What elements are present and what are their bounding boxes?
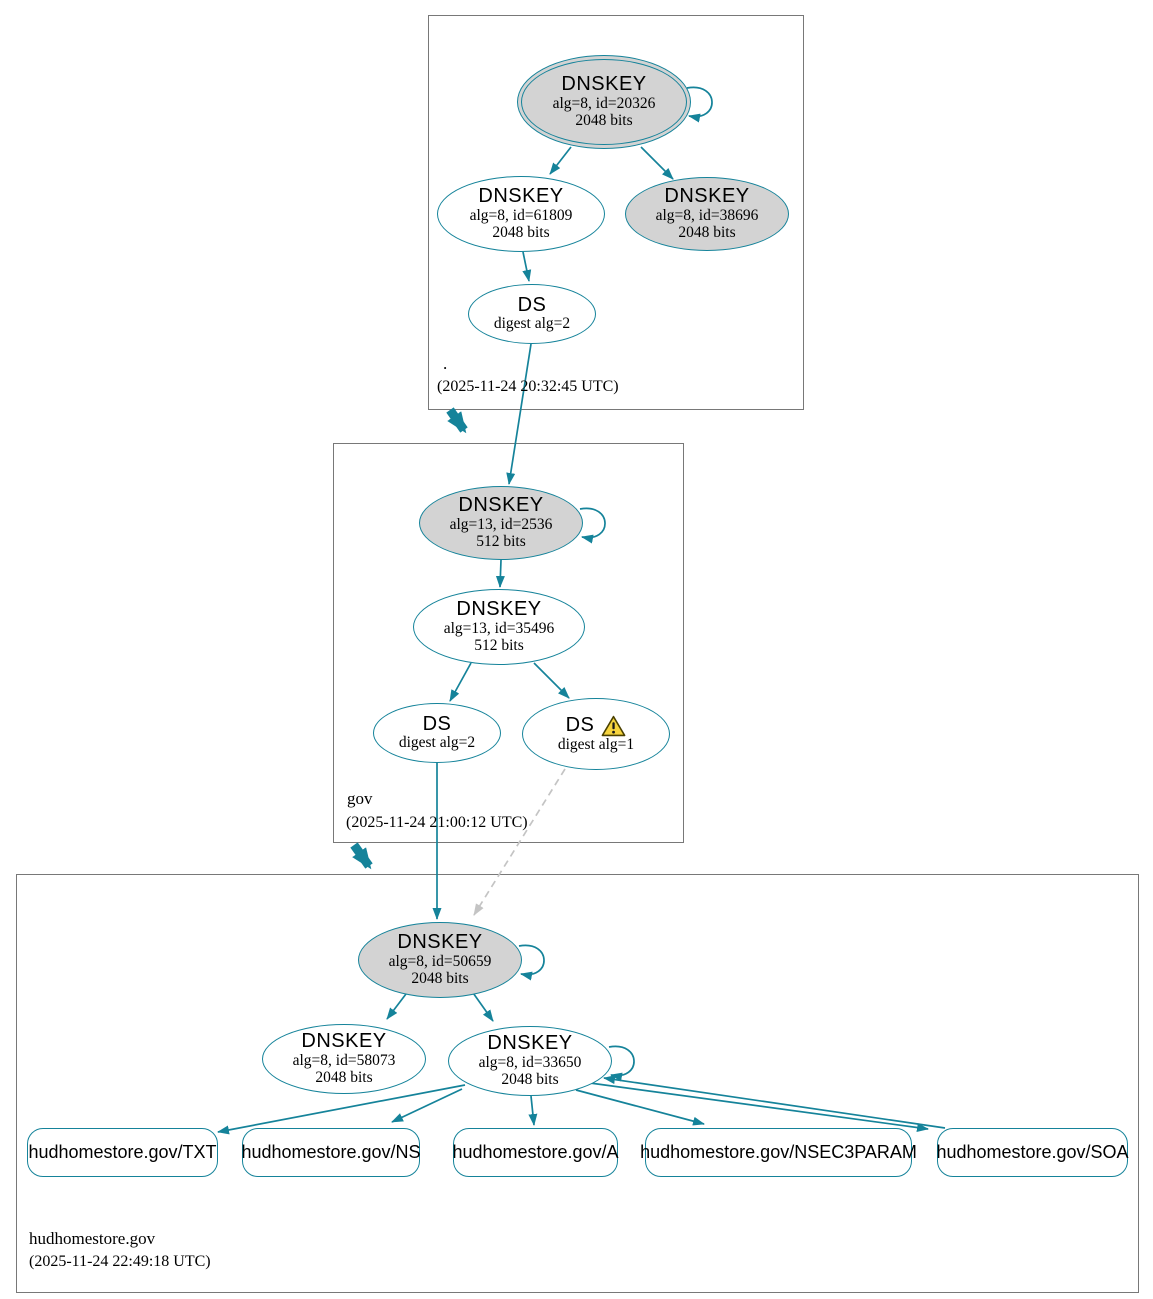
node-detail: alg=8, id=58073 [292,1052,396,1070]
node-title: DS [517,293,547,316]
node-detail: digest alg=2 [398,734,476,752]
node-bits: 2048 bits [575,111,633,129]
zone-timestamp-hudhomestore: (2025-11-24 22:49:18 UTC) [29,1253,211,1270]
dnskey-node-root-ksk-38696[interactable]: DNSKEY alg=8, id=38696 2048 bits [625,177,789,251]
rrset-node-nsec3param[interactable]: hudhomestore.gov/NSEC3PARAM [640,1128,917,1177]
node-bits: 2048 bits [678,223,736,241]
rrset-node-txt[interactable]: hudhomestore.gov/TXT [27,1128,218,1177]
dnskey-node-root-ksk-20326[interactable]: DNSKEY alg=8, id=20326 2048 bits [517,55,691,149]
node-title: DS [422,712,452,735]
node-title: DNSKEY [664,185,750,208]
dnskey-node-hud-zsk-33650[interactable]: DNSKEY alg=8, id=33650 2048 bits [448,1026,612,1096]
ds-node-gov-alg1-warning[interactable]: DS digest alg=1 [522,698,670,770]
node-detail: alg=8, id=61809 [469,207,573,225]
zone-name-root: . [443,354,448,373]
zone-timestamp-gov: (2025-11-24 21:00:12 UTC) [346,814,528,831]
dnskey-node-hud-zsk-58073[interactable]: DNSKEY alg=8, id=58073 2048 bits [262,1024,426,1094]
node-title: DNSKEY [561,73,647,96]
node-detail: alg=8, id=33650 [478,1054,582,1072]
dnskey-node-root-zsk-61809[interactable]: DNSKEY alg=8, id=61809 2048 bits [437,176,605,252]
rrset-node-soa[interactable]: hudhomestore.gov/SOA [936,1128,1129,1177]
ds-node-root[interactable]: DS digest alg=2 [468,284,596,344]
node-bits: 2048 bits [501,1070,559,1088]
node-bits: 2048 bits [411,969,469,987]
rrset-label: hudhomestore.gov/SOA [936,1142,1129,1162]
warning-icon [601,715,626,736]
rrset-node-a[interactable]: hudhomestore.gov/A [452,1128,619,1177]
node-bits: 512 bits [474,636,524,654]
zone-name-hudhomestore: hudhomestore.gov [29,1229,156,1248]
edge-rootzone-govzone [446,407,468,434]
node-title: DNSKEY [301,1030,387,1053]
zone-timestamp-root: (2025-11-24 20:32:45 UTC) [437,378,619,395]
edge-govzone-hudzone [350,842,373,870]
rrset-label: hudhomestore.gov/TXT [28,1142,217,1162]
node-title: DNSKEY [397,931,483,954]
rrset-label: hudhomestore.gov/NSEC3PARAM [640,1142,917,1162]
dnskey-node-hud-ksk-50659[interactable]: DNSKEY alg=8, id=50659 2048 bits [358,922,522,998]
dnskey-node-gov-zsk-35496[interactable]: DNSKEY alg=13, id=35496 512 bits [413,589,585,665]
node-title: DS [565,713,595,736]
node-title: DNSKEY [458,494,544,517]
zone-name-gov: gov [347,789,373,808]
node-bits: 512 bits [476,532,526,550]
node-detail: alg=8, id=38696 [655,207,759,225]
node-title: DNSKEY [456,598,542,621]
node-title: DNSKEY [487,1032,573,1055]
dnskey-node-gov-ksk-2536[interactable]: DNSKEY alg=13, id=2536 512 bits [419,486,583,560]
node-bits: 2048 bits [315,1068,373,1086]
zone-box-root [428,15,804,410]
node-title: DNSKEY [478,185,564,208]
node-detail: alg=8, id=20326 [552,95,656,113]
node-detail: alg=8, id=50659 [388,953,492,971]
rrset-label: hudhomestore.gov/A [452,1142,619,1162]
rrset-label: hudhomestore.gov/NS [241,1142,421,1162]
ds-node-gov-alg2[interactable]: DS digest alg=2 [373,703,501,763]
node-detail: alg=13, id=35496 [443,620,555,638]
zone-box-hudhomestore [16,874,1139,1293]
node-detail: alg=13, id=2536 [449,516,553,534]
node-detail: digest alg=2 [493,315,571,333]
node-detail: digest alg=1 [557,735,635,753]
node-bits: 2048 bits [492,223,550,241]
rrset-node-ns[interactable]: hudhomestore.gov/NS [241,1128,421,1177]
